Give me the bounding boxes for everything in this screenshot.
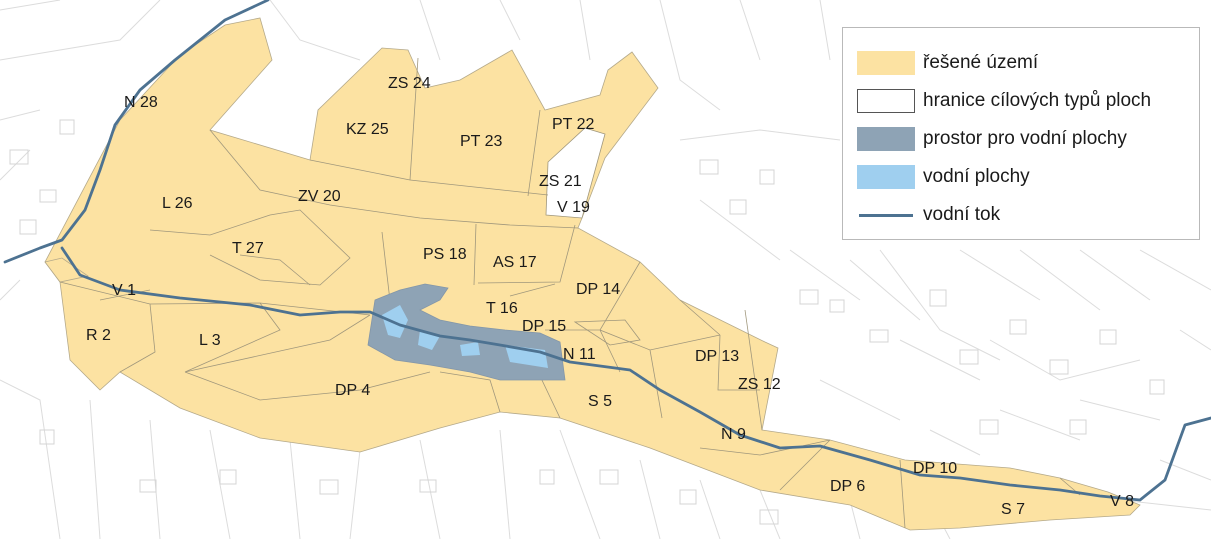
zone-label: PT 23 [460, 133, 503, 150]
zone-label: ZS 12 [738, 376, 781, 393]
river [3, 0, 1211, 502]
legend-label: hranice cílových typů ploch [923, 90, 1152, 111]
legend-label: prostor pro vodní plochy [923, 128, 1127, 149]
legend-swatch [857, 165, 915, 189]
study-area [44, 17, 1141, 531]
river-line-icon [857, 203, 915, 227]
zone-label: N 11 [563, 346, 596, 363]
zone-label: S 5 [588, 393, 612, 410]
zone-main-area [44, 17, 1141, 531]
legend-item: řešené území [857, 48, 1038, 78]
zone-label: DP 15 [522, 318, 566, 335]
zone-label: ZS 24 [388, 75, 431, 92]
zone-label: T 16 [486, 300, 518, 317]
legend-item: hranice cílových typů ploch [857, 86, 1151, 116]
map-legend: řešené území hranice cílových typů ploch… [842, 27, 1200, 240]
legend-label: řešené území [923, 52, 1039, 73]
zone-label: DP 14 [576, 281, 620, 298]
zone-label: PT 22 [552, 116, 595, 133]
zone-label: ZS 21 [539, 173, 582, 190]
zone-label: DP 6 [830, 478, 865, 495]
legend-item: vodní plochy [857, 162, 1030, 192]
zone-label: L 26 [162, 195, 193, 212]
legend-item: prostor pro vodní plochy [857, 124, 1127, 154]
zone-label: ZV 20 [298, 188, 341, 205]
zone-label: N 28 [124, 94, 158, 111]
zone-label: S 7 [1001, 501, 1025, 518]
zone-label: N 9 [721, 426, 746, 443]
zone-label: T 27 [232, 240, 264, 257]
legend-swatch [857, 51, 915, 75]
zone-label: DP 10 [913, 460, 957, 477]
zone-label: DP 4 [335, 382, 370, 399]
zone-label: AS 17 [493, 254, 537, 271]
zone-label: R 2 [86, 327, 111, 344]
zone-label: V 1 [112, 282, 136, 299]
zone-label: V 19 [557, 199, 590, 216]
zone-label: KZ 25 [346, 121, 389, 138]
legend-item: vodní tok [857, 200, 1000, 230]
legend-label: vodní plochy [923, 166, 1030, 187]
zone-label: L 3 [199, 332, 221, 349]
zone-labels: N 28 ZS 24 KZ 25 PT 23 PT 22 ZS 21 V 19 … [86, 75, 1134, 518]
zone-label: PS 18 [423, 246, 467, 263]
zone-label: DP 13 [695, 348, 739, 365]
legend-swatch [857, 127, 915, 151]
legend-swatch [857, 89, 915, 113]
zone-west-strip [44, 257, 89, 283]
zone-label: V 8 [1110, 493, 1134, 510]
legend-label: vodní tok [923, 204, 1001, 225]
